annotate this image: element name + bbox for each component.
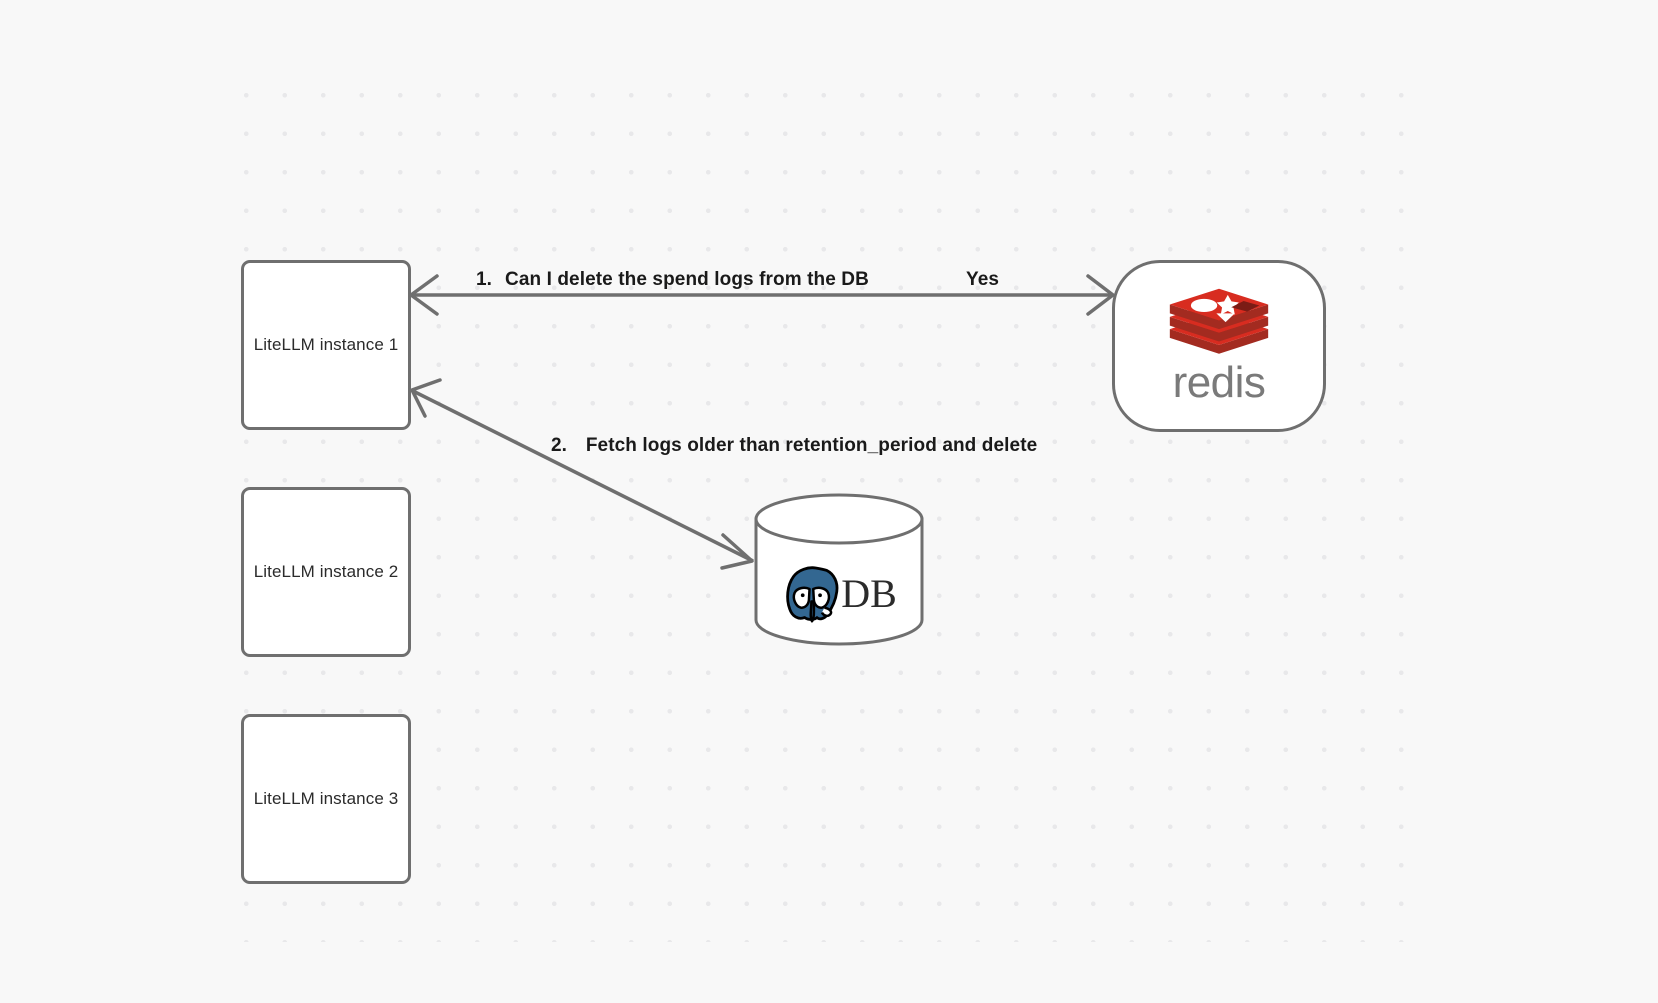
node-database[interactable]: DB [753, 492, 925, 647]
edge-2-label: 2. Fetch logs older than retention_perio… [551, 435, 1037, 457]
redis-wordmark: redis [1172, 358, 1266, 407]
edge-2-number: 2. [551, 435, 568, 456]
node-litellm-instance-2[interactable]: LiteLLM instance 2 [241, 487, 411, 657]
db-logo-row: DB [753, 544, 925, 644]
edge-1-label: Can I delete the spend logs from the DB [505, 269, 869, 290]
node-redis[interactable]: redis [1112, 260, 1326, 432]
arrowhead-left [409, 274, 439, 316]
edge-1-reply-label: Yes [966, 269, 1000, 290]
arrowhead-lower-right [720, 533, 754, 570]
db-label: DB [841, 571, 897, 616]
eye-left [801, 593, 805, 598]
node-label: LiteLLM instance 2 [253, 562, 399, 581]
edge-1-number: 1. [476, 269, 493, 290]
node-label: LiteLLM instance 1 [253, 335, 399, 354]
edge-2-text: Fetch logs older than retention_period a… [585, 435, 1038, 456]
edge-instance1-db [410, 378, 754, 570]
node-litellm-instance-1[interactable]: LiteLLM instance 1 [241, 260, 411, 430]
node-label: LiteLLM instance 3 [253, 789, 399, 808]
redis-logo-icon [1169, 288, 1269, 354]
eye-right [818, 593, 823, 598]
arrowhead-right [1086, 274, 1115, 316]
node-litellm-instance-3[interactable]: LiteLLM instance 3 [241, 714, 411, 884]
arrowhead-upper-left [410, 378, 442, 418]
postgresql-elephant-icon [785, 564, 841, 623]
